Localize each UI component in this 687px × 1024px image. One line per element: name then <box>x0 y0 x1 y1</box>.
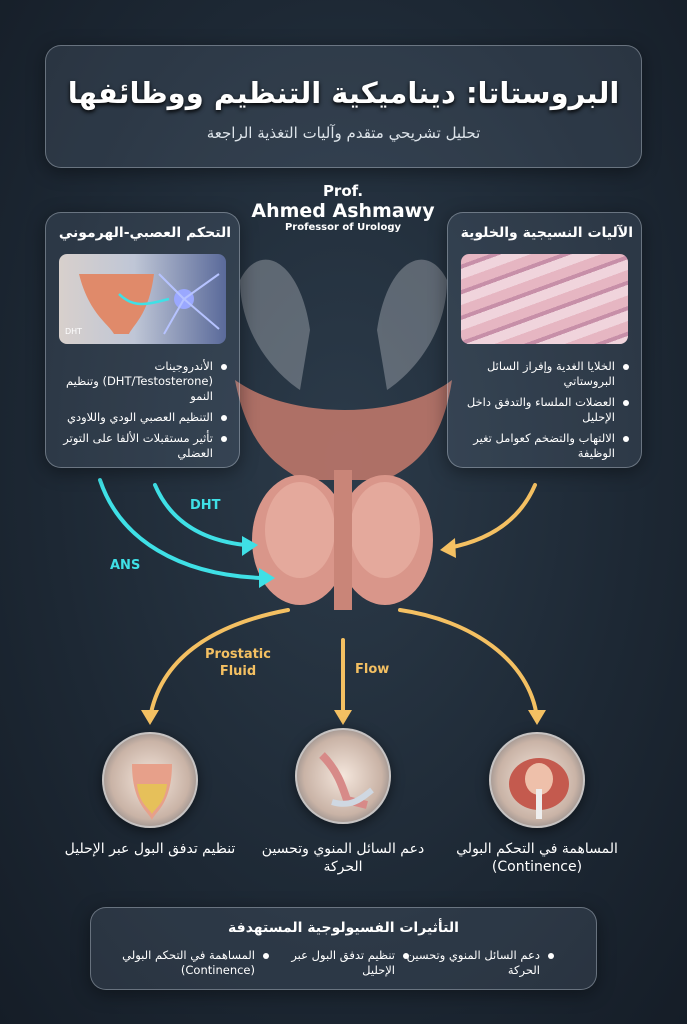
author-role: Professor of Urology <box>284 222 402 233</box>
bullet-item: تأثير مستقبلات الألفا على التوتر العضلي <box>54 431 229 461</box>
pelvic-floor-icon <box>489 732 585 828</box>
panel-title: الآليات النسيجية والخلوية <box>460 225 633 241</box>
summary-item: المساهمة في التحكم البولي (Continence) <box>121 948 271 978</box>
dht-image-label: DHT <box>65 327 83 336</box>
bullet-list: الأندروجينات (DHT/Testosterone) وتنظيم ا… <box>54 359 229 467</box>
bullet-item: الأندروجينات (DHT/Testosterone) وتنظيم ا… <box>54 359 229 404</box>
arrow-orange-right <box>446 483 537 550</box>
summary-item: تنظيم تدفق البول عبر الإحليل <box>261 948 411 978</box>
author-name: Ahmed Ashmawy <box>251 200 435 222</box>
arrow-orange-right-down <box>398 608 539 720</box>
neuro-hormonal-panel: التحكم العصبي-الهرموني DHT الأندروجينات … <box>45 212 240 468</box>
page-title: البروستاتا: ديناميكية التنظيم ووظائفها <box>67 76 620 110</box>
dht-arrow-label: DHT <box>190 498 221 513</box>
panel-title: التحكم العصبي-الهرموني <box>58 225 231 241</box>
neuron-hormone-image: DHT <box>59 254 226 344</box>
summary-panel: التأثيرات الفسيولوجية المستهدفة دعم السا… <box>90 907 597 990</box>
outcome-label: دعم السائل المنوي وتحسين الحركة <box>261 841 425 875</box>
tissue-histology-image <box>461 254 628 344</box>
arrow-orange-left <box>148 608 290 720</box>
bullet-item: التنظيم العصبي الودي واللاودي <box>54 410 229 425</box>
bullet-item: الالتهاب والتضخم كعوامل تغير الوظيفة <box>456 431 631 461</box>
bullet-list: الخلايا الغدية وإفراز السائل البروستاتي … <box>456 359 631 467</box>
arrow-cyan-ans <box>98 478 264 580</box>
header-panel: البروستاتا: ديناميكية التنظيم ووظائفها ت… <box>45 45 642 168</box>
flow-label: Flow <box>355 662 390 677</box>
arrow-cyan-dht <box>153 483 247 547</box>
summary-item: دعم السائل المنوي وتحسين الحركة <box>406 948 556 978</box>
ans-arrow-label: ANS <box>110 558 141 573</box>
outcome-label: المساهمة في التحكم البولي (Continence) <box>456 841 618 875</box>
author-prefix: Prof. <box>322 182 364 200</box>
seminal-vesicle-icon <box>295 728 391 824</box>
summary-title: التأثيرات الفسيولوجية المستهدفة <box>228 920 459 936</box>
page-subtitle: تحليل تشريحي متقدم وآليات التغذية الراجع… <box>206 124 481 142</box>
prostatic-fluid-label: Prostatic Fluid <box>205 647 271 679</box>
bullet-item: العضلات الملساء والتدفق داخل الإحليل <box>456 395 631 425</box>
bladder-icon <box>102 732 198 828</box>
outcome-label: تنظيم تدفق البول عبر الإحليل <box>64 841 236 857</box>
author-block: Prof. Ahmed Ashmawy Professor of Urology <box>243 182 443 233</box>
tissue-cellular-panel: الآليات النسيجية والخلوية الخلايا الغدية… <box>447 212 642 468</box>
bullet-item: الخلايا الغدية وإفراز السائل البروستاتي <box>456 359 631 389</box>
